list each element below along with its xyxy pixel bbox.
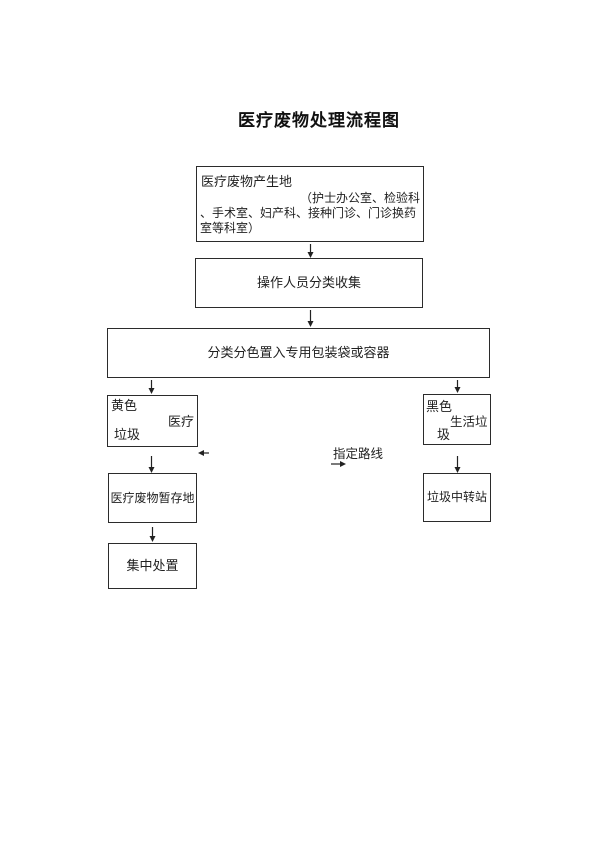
- yellow-line-2: 医疗: [168, 415, 195, 430]
- page-title: 医疗废物处理流程图: [238, 111, 400, 130]
- black-line-2: 生活垃: [450, 414, 488, 429]
- flow-node-yellow-waste: 黄色 医疗 垃圾: [107, 395, 198, 447]
- source-line-4: 室等科室）: [200, 221, 261, 235]
- arrow-pack-to-black: [454, 380, 461, 393]
- flow-node-central-disposal: 集中处置: [108, 543, 197, 589]
- yellow-line-1: 黄色: [111, 399, 138, 414]
- storage-label: 医疗废物暂存地: [110, 490, 195, 505]
- yellow-line-3: 垃圾: [114, 428, 141, 443]
- flow-node-transfer-station: 垃圾中转站: [423, 473, 491, 522]
- flow-node-storage: 医疗废物暂存地: [108, 473, 197, 523]
- arrow-yellow-to-storage: [148, 456, 155, 473]
- collect-label: 操作人员分类收集: [256, 275, 361, 291]
- arrow-pack-to-yellow: [148, 380, 155, 394]
- black-line-3: 圾: [437, 428, 451, 443]
- arrow-route-left: [198, 450, 209, 456]
- flow-node-pack: 分类分色置入专用包装袋或容器: [107, 328, 490, 378]
- arrow-source-to-collect: [307, 244, 314, 258]
- black-line-1: 黑色: [426, 400, 453, 415]
- arrow-storage-to-central: [149, 527, 156, 542]
- pack-label: 分类分色置入专用包装袋或容器: [207, 345, 390, 361]
- source-line-2: （护士办公室、检验科: [300, 191, 421, 205]
- flow-node-collect: 操作人员分类收集: [195, 258, 423, 308]
- source-line-1: 医疗废物产生地: [201, 175, 293, 190]
- source-line-3: 、手术室、妇产科、接种门诊、门诊换药: [200, 206, 417, 220]
- flow-node-black-waste: 黑色 生活垃 圾: [423, 394, 491, 445]
- flow-node-source: 医疗废物产生地 （护士办公室、检验科 、手术室、妇产科、接种门诊、门诊换药 室等…: [196, 166, 424, 242]
- arrow-collect-to-pack: [307, 310, 314, 327]
- route-annotation: 指定路线: [333, 446, 384, 461]
- arrow-route-right: [331, 461, 346, 467]
- central-disposal-label: 集中处置: [126, 558, 179, 574]
- transfer-station-label: 垃圾中转站: [426, 490, 487, 504]
- arrow-black-to-transfer: [454, 456, 461, 473]
